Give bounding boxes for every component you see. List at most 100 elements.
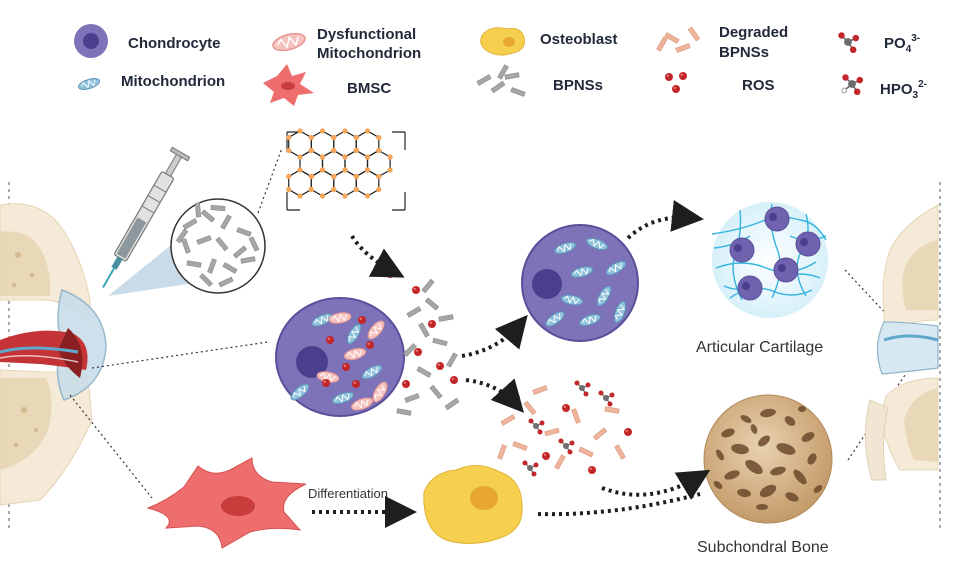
lattice-hexagon [288, 169, 312, 197]
phosphorus-atom [297, 128, 303, 134]
phosphorus-atom [342, 154, 348, 160]
degraded-bpnss-cluster [497, 379, 632, 478]
legend-degraded-bpnss-icon [656, 26, 701, 53]
subchondral-bone-label: Subchondral Bone [697, 539, 829, 556]
healthy-chondrocyte-cell [521, 224, 639, 342]
bone-pore [801, 432, 815, 442]
legend-mitochondrion-label: Mitochondrion [121, 73, 225, 90]
phosphorus-atom [376, 147, 382, 154]
damaged-chondrocyte-cell [275, 297, 405, 417]
phosphorus-atom [353, 186, 359, 193]
legend-osteoblast-icon [480, 27, 525, 56]
bone-pore [793, 469, 807, 485]
phosphorus-atom [308, 186, 314, 193]
guide-line-joint-bmsc [69, 394, 153, 499]
legend-bmsc-icon [263, 64, 314, 106]
legend-dysfunctional-mitochondrion-icon [270, 29, 308, 55]
bone-pore [776, 443, 796, 455]
legend: Chondrocyte Mitochondrion Dysfunctional … [74, 24, 927, 106]
syringe-icon [102, 146, 191, 288]
bone-pore [716, 449, 724, 461]
bpnss-zoom-circle [170, 198, 266, 294]
phosphorus-atom [286, 173, 292, 180]
bone-pore [745, 459, 763, 475]
legend-po4-icon [837, 31, 860, 54]
bone-pore [813, 485, 823, 493]
legend-mitochondrion-icon [76, 75, 102, 93]
phosphorus-atom [308, 134, 314, 141]
legend-chondrocyte-label: Chondrocyte [128, 35, 221, 52]
legend-dysfunctional-line1: Dysfunctional [317, 26, 416, 43]
phosphorus-atom [319, 154, 326, 160]
bone-pore [758, 435, 770, 447]
phosphorus-atom [331, 147, 337, 154]
legend-ros-icon [665, 72, 687, 93]
phosphorus-atom [308, 147, 314, 154]
legend-dysfunctional-line2: Mitochondrion [317, 45, 421, 62]
phosphorus-atom [387, 154, 393, 160]
articular-cartilage-circle [711, 202, 828, 318]
bone-pore [798, 406, 806, 412]
black-phosphorus-lattice [286, 128, 406, 211]
legend-bpnss-label: BPNSs [553, 77, 603, 94]
bone-pore [740, 415, 752, 423]
bone-pore [770, 466, 786, 476]
legend-bmsc-label: BMSC [347, 80, 391, 97]
bone-pore [784, 416, 796, 426]
arrow-degraded-to-bone [601, 469, 711, 501]
arrow-osteoblast-to-bone [537, 492, 701, 517]
subchondral-bone-circle [703, 394, 833, 524]
phosphorus-atom [286, 147, 292, 154]
legend-osteoblast-label: Osteoblast [540, 31, 618, 48]
legend-po4-label: PO43- [884, 33, 920, 55]
legend-hpo3-label: HPO32- [880, 79, 927, 101]
bpns-flake [210, 204, 226, 212]
legend-ros-label: ROS [742, 77, 775, 94]
bone-pore [756, 504, 768, 510]
bone-pore [721, 428, 735, 438]
bone-pore [785, 492, 799, 502]
lattice-hexagon [310, 169, 335, 197]
bone-pore [750, 424, 758, 434]
arrow-lattice-to-cell [350, 234, 405, 278]
phosphorus-atom [364, 154, 371, 160]
bone-pore [724, 470, 740, 480]
phosphorus-atom [319, 128, 326, 134]
arrow-cell-to-healthy-chondrocyte [461, 314, 528, 358]
legend-bpnss-icon [476, 64, 526, 97]
legend-degraded-line2: BPNSs [719, 44, 769, 61]
phosphorus-atom [308, 173, 314, 180]
phosphorus-atom [297, 154, 303, 160]
legend-degraded-line1: Degraded [719, 24, 788, 41]
legend-chondrocyte-icon [74, 24, 108, 58]
lattice-hexagon [333, 169, 357, 197]
arrow-cell-to-degraded-bpnss [465, 378, 525, 413]
phosphorus-atom [376, 173, 382, 180]
phosphorus-atom [353, 147, 359, 154]
phosphorus-atom [364, 167, 371, 173]
bone-pore [807, 453, 817, 465]
legend-hpo3-icon [841, 73, 864, 96]
phosphorus-atom [331, 173, 337, 180]
phosphorus-atom [319, 193, 326, 199]
bone-pore [759, 484, 777, 498]
bone-pore [760, 408, 776, 418]
bone-pore [737, 488, 751, 498]
phosphorus-atom [297, 193, 303, 199]
bmsc-cell [146, 457, 307, 549]
phosphorus-atom [364, 128, 371, 134]
bone-pore [731, 443, 749, 455]
phosphorus-atom [297, 167, 303, 173]
arrow-chondrocyte-to-cartilage [626, 200, 704, 240]
phosphorus-atom [342, 167, 348, 173]
phosphorus-atom [364, 193, 371, 199]
guide-line-joint-cell [91, 341, 269, 369]
right-knee-joint-illustration [865, 204, 939, 481]
phosphorus-atom [376, 186, 382, 193]
phosphorus-atom [387, 167, 393, 173]
phosphorus-atom [331, 134, 337, 141]
guide-line-zoom-lattice [257, 147, 283, 214]
phosphorus-atom [331, 186, 337, 193]
lattice-hexagon [355, 169, 380, 197]
